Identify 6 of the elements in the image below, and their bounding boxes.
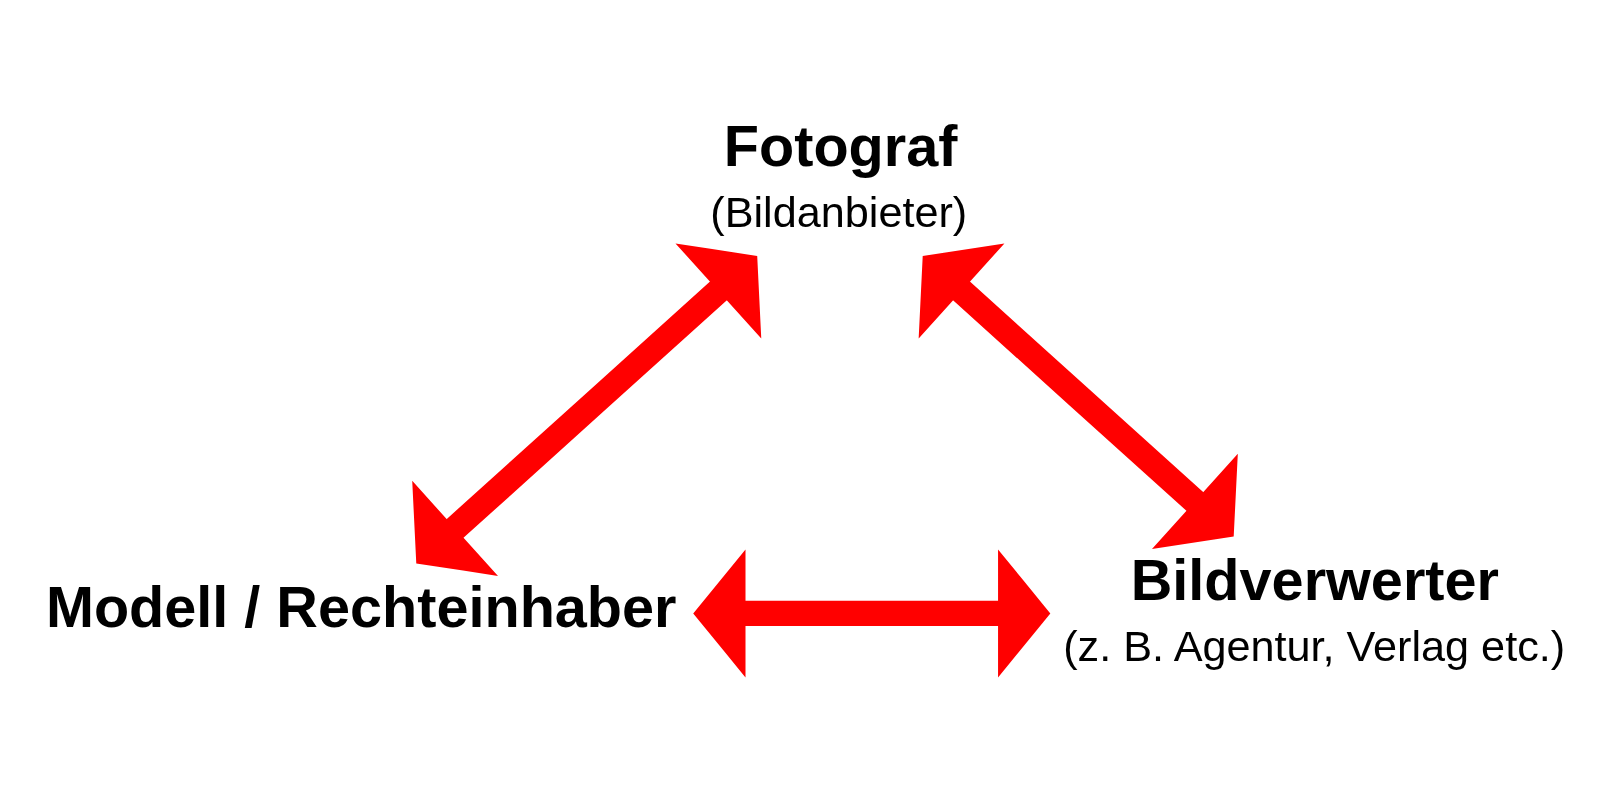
arrow [918, 242, 1238, 549]
arrow [412, 242, 762, 576]
node-text: Bildverwerter (z. B. Agentur, Verlag etc.) [1063, 547, 1566, 670]
node-text: Modell / Rechteinhaber [45, 574, 677, 639]
node-text: Fotograf (Bildanbieter) [710, 113, 968, 236]
arrow [693, 548, 1051, 677]
